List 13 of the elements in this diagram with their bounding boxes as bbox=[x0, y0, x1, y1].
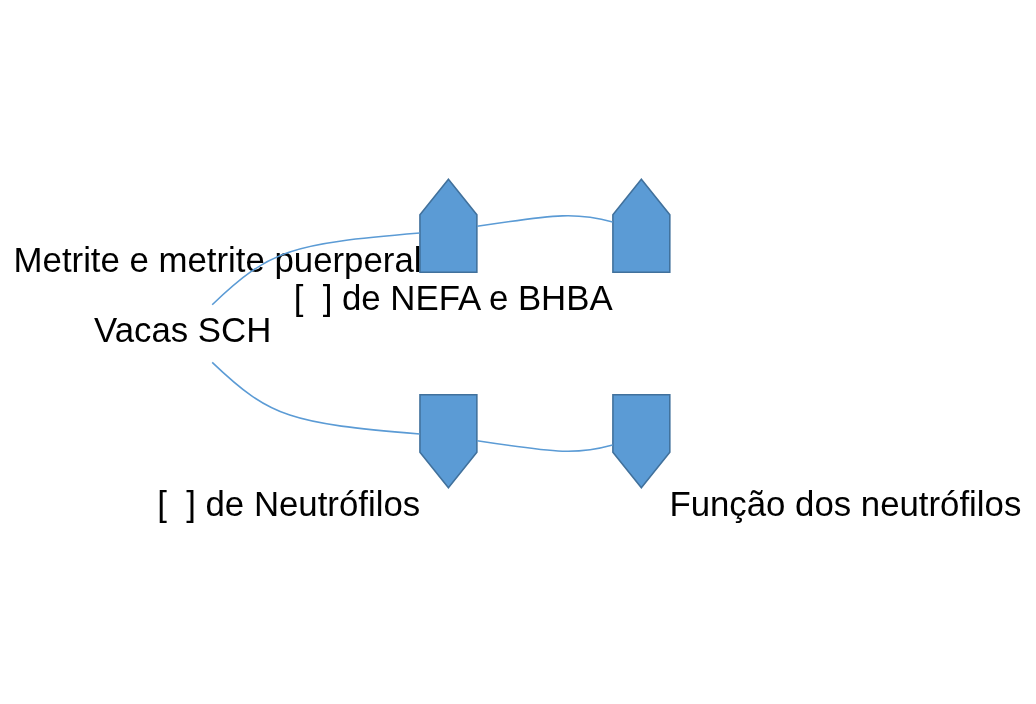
connector bbox=[211, 361, 421, 435]
node-up-arrow bbox=[419, 177, 478, 273]
node-down-arrow bbox=[419, 393, 478, 489]
node-down-arrow bbox=[612, 393, 671, 489]
connector bbox=[211, 231, 421, 305]
node-label: [ ] de NEFA e BHBA bbox=[293, 278, 613, 317]
node-label: [ ] de Neutrófilos bbox=[157, 484, 421, 523]
node-label: Metrite e metrite puerperal bbox=[13, 240, 422, 279]
connector bbox=[476, 214, 614, 227]
node-text: Vacas SCH bbox=[94, 310, 272, 349]
connector bbox=[476, 439, 614, 452]
node-up-arrow bbox=[612, 177, 671, 273]
node-label: Função dos neutrófilos bbox=[669, 484, 1022, 523]
